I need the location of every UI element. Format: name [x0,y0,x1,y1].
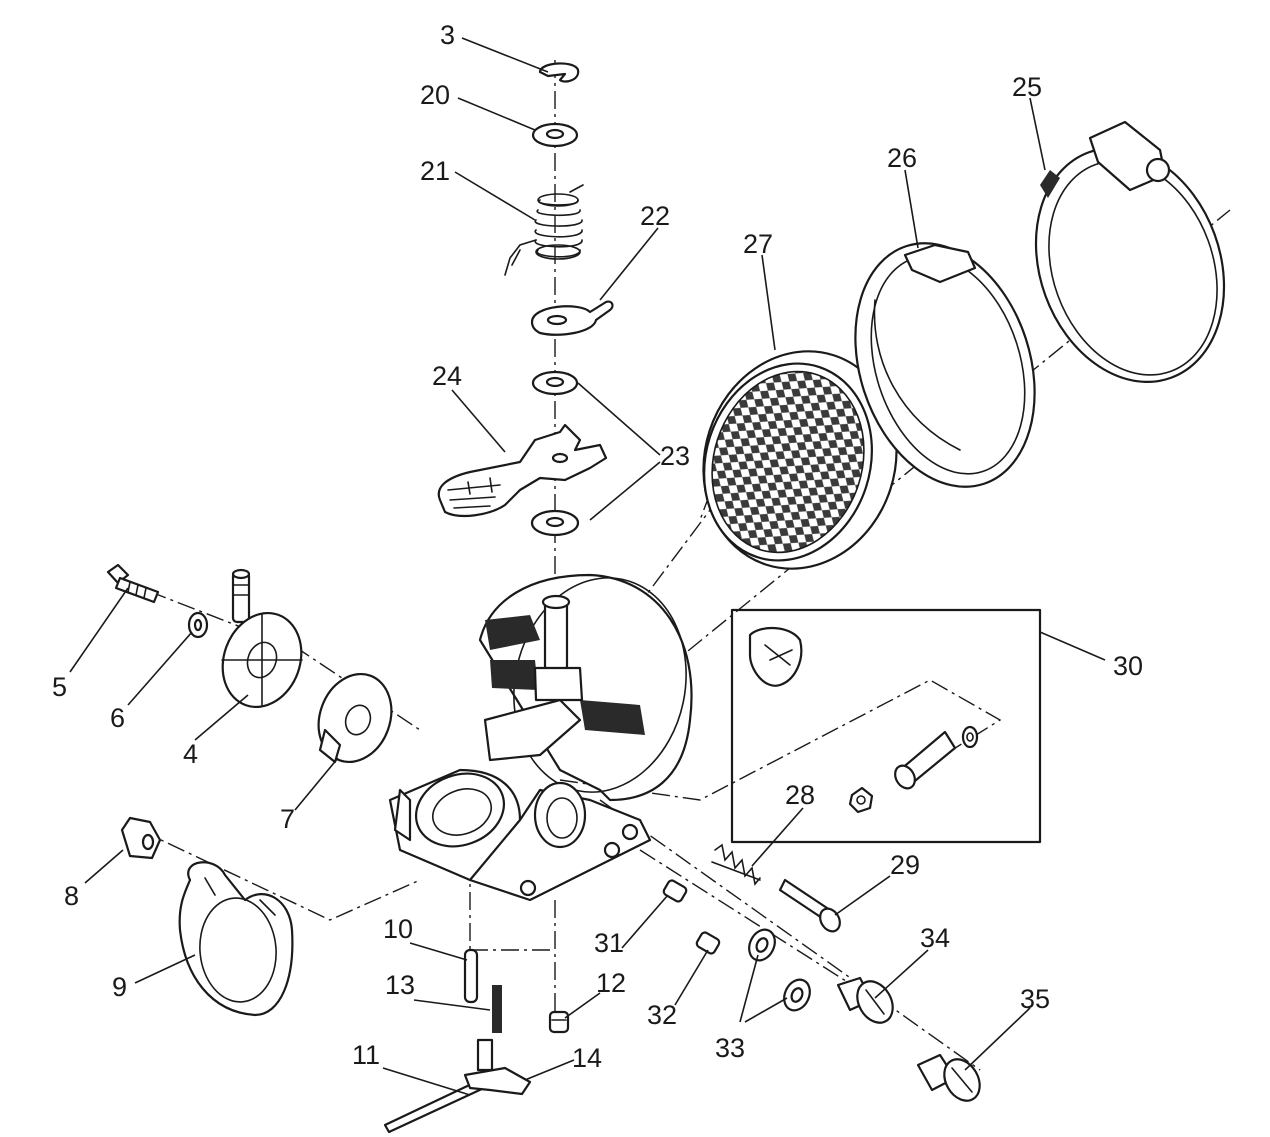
callout-27: 27 [743,229,773,259]
callout-25: 25 [1012,72,1042,102]
part-30-kit-box [730,608,1042,844]
callout-23: 23 [660,441,690,471]
callout-32: 32 [647,1000,677,1030]
callout-6: 6 [110,703,125,733]
part-22-tab-washer [530,300,614,336]
part-6-washer [187,611,209,639]
callout-28: 28 [785,780,815,810]
part-26-band [854,242,1036,488]
callout-3: 3 [440,20,455,50]
part-34-screw [836,976,894,1024]
callout-24: 24 [432,361,462,391]
part-4-inlet-cover [221,568,303,709]
callout-20: 20 [420,80,450,110]
part-35-screw [916,1053,981,1102]
part-21-spring [504,184,584,276]
callout-33: 33 [715,1033,745,1063]
callout-11: 11 [352,1040,380,1070]
carburetor-body [388,573,693,902]
part-29-screw [778,878,841,933]
callout-7: 7 [280,804,295,834]
part-9-clamp [178,861,294,1017]
callout-21: 21 [420,156,450,186]
part-24-lever [437,423,608,518]
part-12-screw [548,1010,570,1034]
callout-8: 8 [64,881,79,911]
part-28-spring [711,843,761,886]
callout-26: 26 [887,143,917,173]
part-20-washer [531,122,579,148]
leader-lines [69,37,1106,1096]
callout-34: 34 [920,923,950,953]
part-10-needle [463,948,479,1004]
part-25-hose-clamp [1034,120,1226,383]
callout-29: 29 [890,850,920,880]
part-32-fitting [695,931,721,955]
part-3-clip [538,62,580,83]
callout-labels: 3 20 21 22 23 24 25 26 27 30 5 6 4 7 8 9… [52,20,1143,1073]
part-7-diaphragm [317,672,393,764]
callout-4: 4 [183,739,198,769]
part-27-filter [702,350,898,570]
part-14-lever [463,1038,532,1096]
part-5-screw [106,563,160,604]
callout-22: 22 [640,201,670,231]
callout-30: 30 [1113,651,1143,681]
part-33-washers [748,928,811,1012]
callout-35: 35 [1020,984,1050,1014]
part-31-fitting [662,879,688,903]
callout-31: 31 [594,928,624,958]
callout-10: 10 [383,914,413,944]
part-8-nut [120,816,162,860]
callout-9: 9 [112,972,127,1002]
part-13-spring [492,985,502,1033]
callout-5: 5 [52,672,67,702]
part-23-washers [530,370,580,537]
callout-12: 12 [596,968,626,998]
callout-14: 14 [572,1043,602,1073]
callout-13: 13 [385,970,415,1000]
